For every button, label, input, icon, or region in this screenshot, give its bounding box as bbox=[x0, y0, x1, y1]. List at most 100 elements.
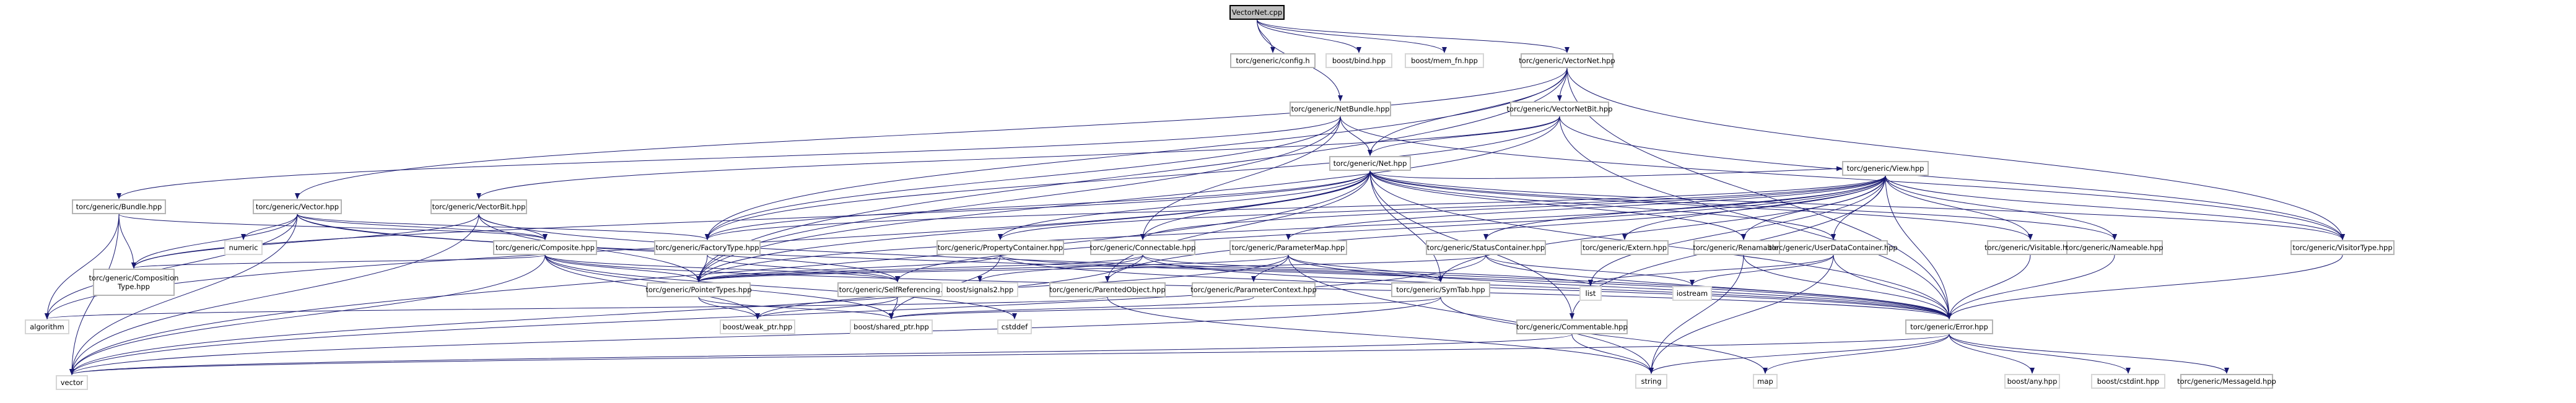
dependency-edge bbox=[297, 214, 548, 240]
node-label: torc/generic/config.h bbox=[1236, 56, 1310, 65]
dependency-edge bbox=[696, 175, 1886, 282]
dependency-edge bbox=[1251, 254, 1289, 282]
dependency-edge bbox=[45, 214, 120, 319]
node-weakptr[interactable]: boost/weak_ptr.hpp bbox=[720, 319, 795, 334]
node-view[interactable]: torc/generic/View.hpp bbox=[1842, 161, 1929, 176]
node-visitable[interactable]: torc/generic/Visitable.hpp bbox=[1984, 240, 2076, 255]
dependency-edge bbox=[131, 214, 479, 269]
dependency-edge bbox=[1885, 175, 2117, 240]
dependency-edge bbox=[1557, 67, 1568, 102]
dependency-edge bbox=[1485, 254, 1695, 286]
node-bind[interactable]: boost/bind.hpp bbox=[1325, 53, 1392, 68]
node-algorithm[interactable]: algorithm bbox=[25, 319, 69, 334]
dependency-edge bbox=[1763, 334, 1950, 374]
dependency-edge bbox=[1885, 175, 1952, 319]
node-vector[interactable]: torc/generic/Vector.hpp bbox=[253, 199, 342, 214]
dependency-edge bbox=[544, 254, 701, 282]
node-commentable[interactable]: torc/generic/Commentable.hpp bbox=[1516, 319, 1628, 334]
node-messageid[interactable]: torc/generic/MessageId.hpp bbox=[2177, 374, 2276, 389]
dependency-edge bbox=[1947, 254, 2031, 319]
dependency-edge bbox=[69, 254, 1487, 375]
node-bundle[interactable]: torc/generic/Bundle.hpp bbox=[72, 199, 166, 214]
node-statuscontainer[interactable]: torc/generic/StatusContainer.hpp bbox=[1426, 240, 1546, 255]
node-label: map bbox=[1757, 377, 1773, 386]
node-symtab[interactable]: torc/generic/SymTab.hpp bbox=[1391, 282, 1490, 297]
node-label: vector bbox=[60, 378, 84, 387]
node-parammap[interactable]: torc/generic/ParameterMap.hpp bbox=[1229, 240, 1347, 255]
node-signals2[interactable]: boost/signals2.hpp bbox=[941, 282, 1018, 297]
node-iostream[interactable]: iostream bbox=[1672, 286, 1712, 301]
node-any[interactable]: boost/any.hpp bbox=[2004, 374, 2060, 389]
node-error[interactable]: torc/generic/Error.hpp bbox=[1905, 319, 1993, 334]
dependency-edge bbox=[1440, 297, 1768, 374]
node-composite[interactable]: torc/generic/Composite.hpp bbox=[493, 240, 597, 255]
dependency-edge bbox=[1743, 254, 1952, 319]
node-propcontainer[interactable]: torc/generic/PropertyContainer.hpp bbox=[937, 240, 1064, 255]
node-label: torc/generic/VisitorType.hpp bbox=[2292, 243, 2393, 252]
node-label: boost/signals2.hpp bbox=[946, 285, 1014, 294]
node-vectornet[interactable]: torc/generic/VectorNet.hpp bbox=[1519, 53, 1615, 68]
dependency-edge bbox=[116, 116, 1341, 199]
dependency-edge bbox=[131, 254, 546, 269]
node-label: torc/generic/VectorNetBit.hpp bbox=[1506, 105, 1613, 113]
node-list[interactable]: list bbox=[1579, 286, 1602, 301]
dependency-edge bbox=[1000, 254, 1443, 282]
node-connectable[interactable]: torc/generic/Connectable.hpp bbox=[1090, 240, 1195, 255]
node-label: boost/bind.hpp bbox=[1332, 56, 1386, 65]
dependency-edge bbox=[698, 297, 894, 319]
dependency-edge bbox=[696, 254, 1289, 282]
node-map[interactable]: map bbox=[1753, 374, 1778, 389]
node-label: torc/generic/Net.hpp bbox=[1333, 159, 1407, 168]
dependency-edge bbox=[696, 116, 1341, 282]
dependency-edge bbox=[698, 297, 760, 319]
node-extern[interactable]: torc/generic/Extern.hpp bbox=[1581, 240, 1669, 255]
dependency-edge bbox=[1142, 254, 1952, 319]
node-renamable[interactable]: torc/generic/Renamable.hpp bbox=[1693, 240, 1794, 255]
node-label: torc/generic/Error.hpp bbox=[1910, 323, 1988, 331]
node-config[interactable]: torc/generic/config.h bbox=[1230, 53, 1316, 68]
dependency-edge bbox=[1559, 116, 1952, 319]
node-paramcontext[interactable]: torc/generic/ParameterContext.hpp bbox=[1190, 282, 1317, 297]
node-label: Type.hpp bbox=[118, 282, 150, 291]
dependency-edge bbox=[1483, 175, 1886, 240]
node-label: torc/generic/ParameterMap.hpp bbox=[1231, 243, 1345, 252]
dependency-edge bbox=[297, 214, 710, 240]
node-memfn[interactable]: boost/mem_fn.hpp bbox=[1405, 53, 1484, 68]
node-net[interactable]: torc/generic/Net.hpp bbox=[1329, 156, 1411, 171]
node-cstdint[interactable]: boost/cstdint.hpp bbox=[2091, 374, 2165, 389]
node-userdata[interactable]: torc/generic/UserDataContainer.hpp bbox=[1769, 240, 1898, 255]
node-netbundle[interactable]: torc/generic/NetBundle.hpp bbox=[1290, 102, 1391, 116]
dependency-edge bbox=[1105, 170, 1371, 282]
dependency-edge bbox=[1288, 254, 1654, 374]
node-label: torc/generic/VectorBit.hpp bbox=[432, 202, 526, 211]
node-cstddef[interactable]: cstddef bbox=[997, 319, 1032, 334]
node-nameable[interactable]: torc/generic/Nameable.hpp bbox=[2066, 240, 2163, 255]
dependency-edge bbox=[69, 214, 298, 375]
node-visitortype[interactable]: torc/generic/VisitorType.hpp bbox=[2290, 240, 2395, 255]
node-string[interactable]: string bbox=[1635, 374, 1667, 389]
node-label: torc/generic/ParentedObject.hpp bbox=[1049, 285, 1166, 294]
node-vectorbit[interactable]: torc/generic/VectorBit.hpp bbox=[430, 199, 527, 214]
node-label: boost/cstdint.hpp bbox=[2097, 377, 2160, 386]
dependency-edge bbox=[69, 214, 479, 375]
node-vectorstd[interactable]: vector bbox=[56, 375, 88, 390]
node-label: iostream bbox=[1676, 289, 1708, 298]
dependency-edge bbox=[1649, 254, 1744, 374]
node-label: boost/mem_fn.hpp bbox=[1411, 56, 1478, 65]
node-numeric[interactable]: numeric bbox=[224, 240, 263, 255]
node-factorytype[interactable]: torc/generic/FactoryType.hpp bbox=[654, 240, 761, 255]
node-selfref[interactable]: torc/generic/SelfReferencing.hpp bbox=[837, 282, 958, 297]
node-label: boost/any.hpp bbox=[2007, 377, 2058, 386]
node-pointertypes[interactable]: torc/generic/PointerTypes.hpp bbox=[645, 282, 752, 297]
node-parented[interactable]: torc/generic/ParentedObject.hpp bbox=[1049, 282, 1166, 297]
node-sharedptr[interactable]: boost/shared_ptr.hpp bbox=[850, 319, 933, 334]
dependency-edge bbox=[705, 175, 1886, 240]
dependency-edge bbox=[977, 254, 1143, 282]
dependency-edge bbox=[1559, 116, 2345, 240]
dependency-edge bbox=[1369, 170, 1746, 240]
node-vectornetbit[interactable]: torc/generic/VectorNetBit.hpp bbox=[1506, 102, 1613, 116]
node-label: torc/generic/StatusContainer.hpp bbox=[1426, 243, 1545, 252]
node-label: torc/generic/NetBundle.hpp bbox=[1291, 105, 1390, 113]
